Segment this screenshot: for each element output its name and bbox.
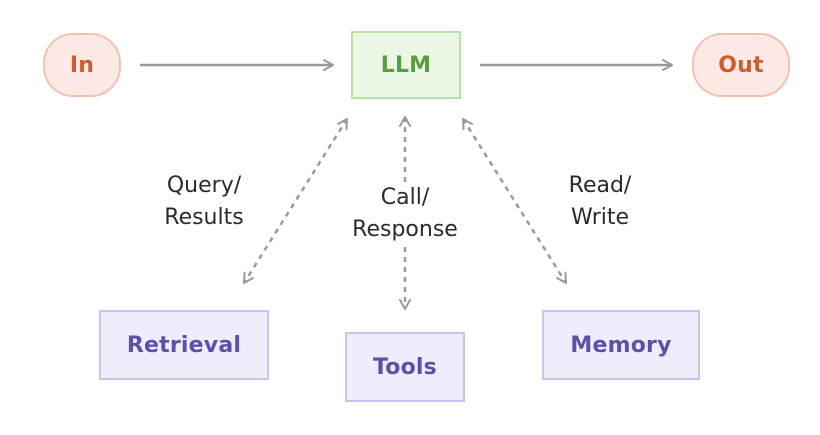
retrieval-node: Retrieval [99, 310, 269, 380]
tools-node: Tools [345, 332, 465, 402]
tools-connection-label-line1: Call/ [380, 185, 430, 210]
out-node-label: Out [718, 52, 764, 78]
tools-node-label: Tools [373, 354, 437, 380]
retrieval-connection-label-line2: Results [164, 205, 244, 230]
tools-connection-label-line2: Response [352, 217, 458, 242]
llm-retrieval-arrow [242, 118, 349, 284]
retrieval-node-label: Retrieval [126, 332, 242, 358]
memory-node: Memory [542, 310, 700, 380]
memory-connection-label-line2: Write [570, 205, 630, 230]
llm-node: LLM [351, 31, 461, 99]
retrieval-connection-label-line1: Query/ [166, 173, 242, 198]
memory-connection-label-line1: Read/ [568, 173, 632, 198]
in-node: In [43, 33, 121, 97]
llm-node-label: LLM [380, 52, 432, 78]
memory-connection-label: Read/ Write [545, 170, 655, 234]
retrieval-connection-label: Query/ Results [145, 170, 263, 234]
in-node-label: In [69, 52, 95, 78]
llm-memory-arrow [461, 118, 568, 284]
tools-connection-label: Call/ Response [340, 182, 470, 246]
memory-node-label: Memory [570, 332, 672, 358]
out-node: Out [692, 33, 790, 97]
